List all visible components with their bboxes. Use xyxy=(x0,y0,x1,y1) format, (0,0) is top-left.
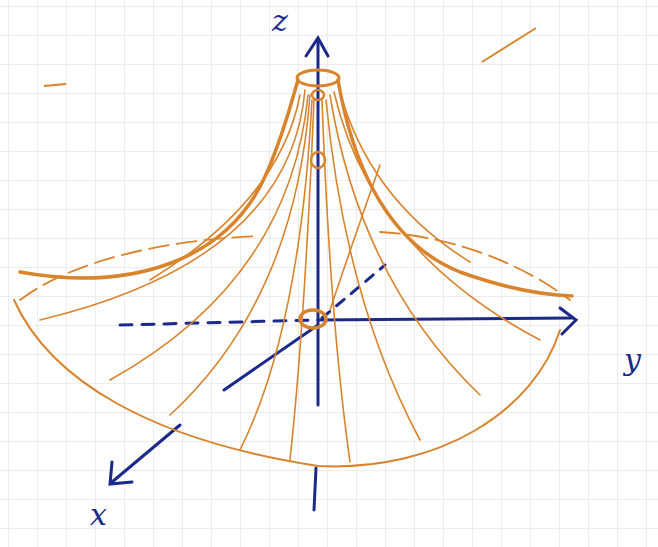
z-axis-lower xyxy=(314,468,316,510)
y-axis-back xyxy=(120,320,318,325)
axis-label-slot: y xyxy=(624,345,641,375)
surface-rulings xyxy=(40,90,540,462)
ruling xyxy=(240,100,312,450)
level-circle xyxy=(311,152,325,168)
ruling xyxy=(110,95,308,380)
ruling xyxy=(322,100,350,462)
stray-stroke xyxy=(44,84,66,86)
z-axis xyxy=(317,42,320,405)
origin-circle xyxy=(300,310,326,328)
y-arrowhead xyxy=(560,308,576,334)
axis-label-slot: z xyxy=(272,6,288,36)
front-rim xyxy=(14,300,560,466)
back-rim-right xyxy=(380,232,570,300)
axis-label-slot: x xyxy=(90,500,107,530)
ruling xyxy=(290,100,314,460)
ruling xyxy=(170,95,310,415)
axis-label: y xyxy=(624,345,641,375)
y-axis xyxy=(318,318,572,320)
ruling xyxy=(334,92,540,340)
top-opening xyxy=(297,70,339,86)
x-arrowhead xyxy=(110,462,132,484)
stray-stroke xyxy=(482,28,536,62)
level-circle xyxy=(312,90,324,100)
axis-label: z xyxy=(272,6,288,36)
axes xyxy=(110,38,576,510)
ruling xyxy=(40,90,305,320)
ruling xyxy=(330,165,380,310)
x-axis xyxy=(112,325,318,482)
ruling xyxy=(150,95,300,280)
ruling xyxy=(330,95,480,395)
axis-label: x xyxy=(90,500,107,530)
ruling xyxy=(340,92,470,262)
surface xyxy=(14,70,572,466)
ruling xyxy=(326,100,420,440)
z-arrowhead xyxy=(306,38,328,56)
right-profile xyxy=(338,80,572,296)
